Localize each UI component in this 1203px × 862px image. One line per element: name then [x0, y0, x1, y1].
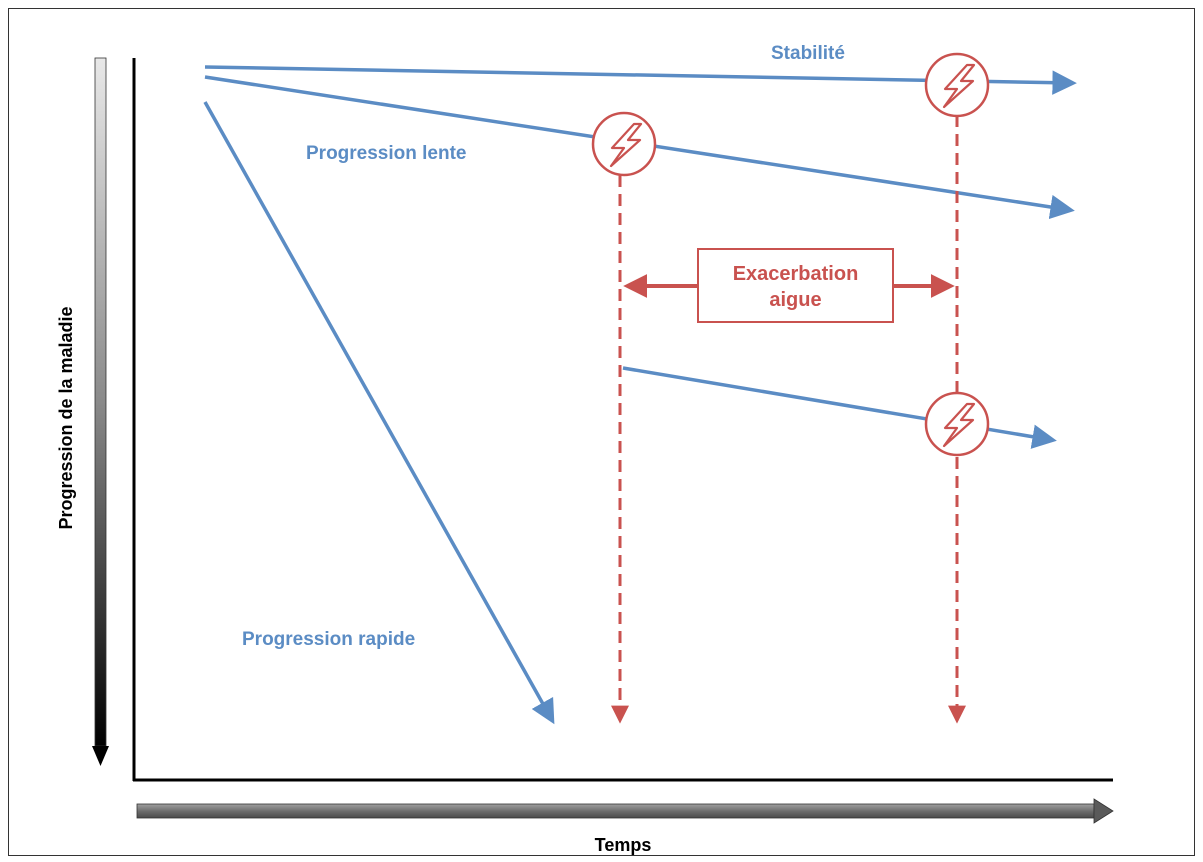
slow-progression-label: Progression lente — [306, 143, 467, 164]
exacerbation-label-box — [697, 248, 894, 323]
y-axis-gradient-arrow — [92, 57, 109, 766]
lightning-icon — [591, 111, 657, 177]
y-axis-label: Progression de la maladie — [56, 306, 76, 529]
exacerbation-label-line2: aigue — [769, 289, 821, 311]
rapid-progression-label: Progression rapide — [242, 629, 415, 650]
x-axis-label: Temps — [595, 835, 652, 855]
lightning-icon — [924, 52, 990, 118]
stable-label: Stabilité — [771, 43, 845, 64]
lightning-icon — [924, 391, 990, 457]
rapid-trajectory — [203, 101, 555, 725]
exacerbation-label-line1: Exacerbation — [733, 263, 859, 285]
x-axis-gradient-arrow — [136, 798, 1114, 824]
